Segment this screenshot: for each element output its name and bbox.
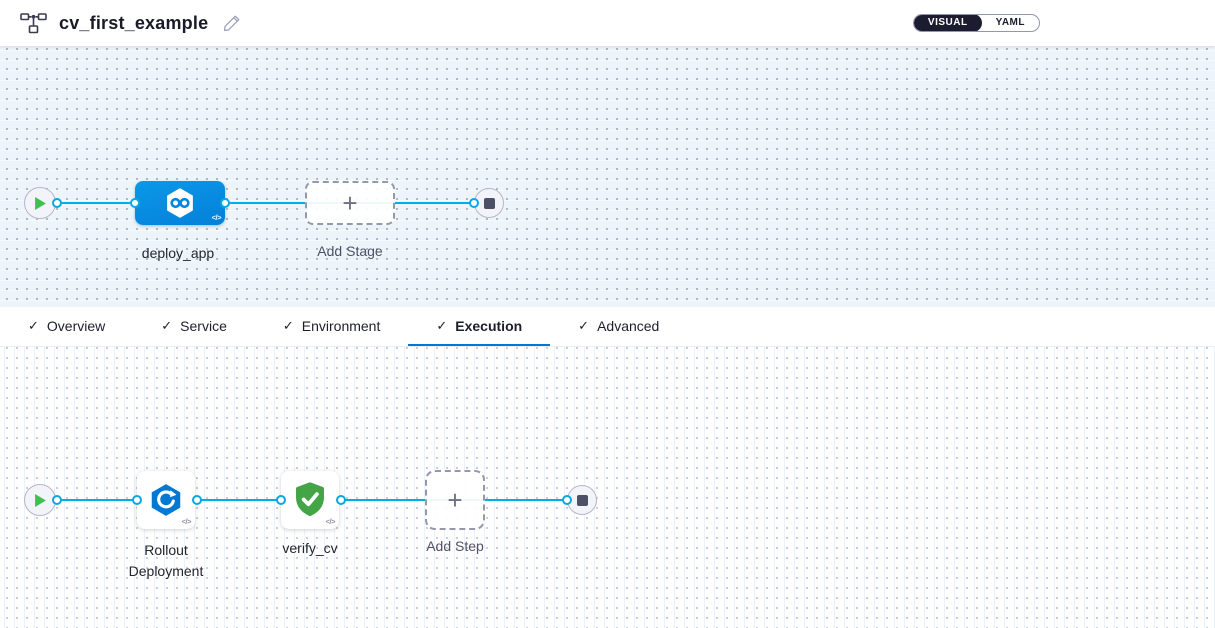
visual-yaml-toggle: VISUAL YAML	[912, 14, 1040, 32]
connection-point[interactable]	[562, 495, 572, 505]
tab-label: Service	[180, 317, 227, 334]
connection-point[interactable]	[336, 495, 346, 505]
check-icon: ✓	[282, 317, 294, 333]
step-node-verify-cv[interactable]: </>	[281, 471, 339, 529]
add-stage-label: Add Stage	[317, 243, 383, 259]
connection-point[interactable]	[52, 495, 62, 505]
edit-pencil-icon[interactable]	[222, 14, 241, 33]
stage-name-label: deploy_app	[141, 245, 215, 261]
execution-end-node[interactable]	[567, 485, 597, 515]
tab-execution[interactable]: ✓ Execution	[408, 307, 551, 346]
tab-label: Advanced	[597, 317, 660, 334]
code-icon: </>	[181, 517, 192, 526]
connection-point[interactable]	[276, 495, 286, 505]
stage-pipeline-canvas[interactable]: </> + deploy_app Add Stage	[0, 46, 1215, 307]
add-step-button[interactable]: +	[425, 470, 485, 530]
pipeline-start-node[interactable]	[24, 187, 56, 219]
play-icon	[34, 196, 46, 210]
check-icon: ✓	[28, 317, 39, 333]
code-icon: </>	[211, 213, 222, 222]
tab-overview[interactable]: ✓ Overview	[0, 307, 133, 346]
connection-point[interactable]	[220, 198, 230, 208]
connection-point[interactable]	[132, 495, 142, 505]
check-icon: ✓	[161, 317, 173, 333]
stop-icon	[576, 494, 588, 506]
stage-config-tabbar: ✓ Overview ✓ Service ✓ Environment ✓ Exe…	[0, 307, 1215, 347]
step-name-label: Rollout Deployment	[128, 542, 204, 579]
check-icon: ✓	[436, 317, 448, 333]
stage-node-deploy-app[interactable]: </>	[135, 181, 225, 225]
tab-label: Overview	[46, 317, 106, 334]
tab-label: Environment	[301, 317, 381, 334]
code-icon: </>	[325, 517, 336, 526]
page-title: cv_first_example	[59, 12, 209, 33]
tab-environment[interactable]: ✓ Environment	[255, 307, 409, 346]
stage-connector-line	[40, 202, 489, 204]
tab-service[interactable]: ✓ Service	[133, 307, 255, 346]
toggle-visual-button[interactable]: VISUAL	[913, 15, 982, 31]
add-step-label: Add Step	[426, 538, 484, 554]
tab-advanced[interactable]: ✓ Advanced	[550, 307, 687, 346]
toggle-yaml-button[interactable]: YAML	[995, 17, 1025, 28]
cd-hexagon-infinity-icon	[167, 188, 193, 218]
step-node-rollout-deployment[interactable]: </>	[137, 471, 195, 529]
tab-label: Execution	[455, 317, 523, 334]
connection-point[interactable]	[192, 495, 202, 505]
check-icon: ✓	[578, 317, 590, 333]
play-icon	[34, 493, 46, 507]
header: cv_first_example VISUAL YAML	[0, 0, 1215, 46]
verify-shield-check-icon	[296, 482, 324, 517]
add-stage-button[interactable]: +	[305, 181, 395, 225]
plus-icon: +	[342, 188, 358, 218]
connection-point[interactable]	[130, 198, 140, 208]
stop-icon	[483, 197, 495, 209]
rollout-deployment-icon	[151, 484, 181, 516]
connection-point[interactable]	[52, 198, 62, 208]
connection-point[interactable]	[469, 198, 479, 208]
pipeline-graph-icon	[20, 12, 47, 35]
step-name-label: verify_cv	[282, 540, 338, 556]
plus-icon: +	[447, 485, 463, 515]
execution-canvas[interactable]: </> </> + Rollout Deployment verify_cv A…	[0, 347, 1215, 628]
